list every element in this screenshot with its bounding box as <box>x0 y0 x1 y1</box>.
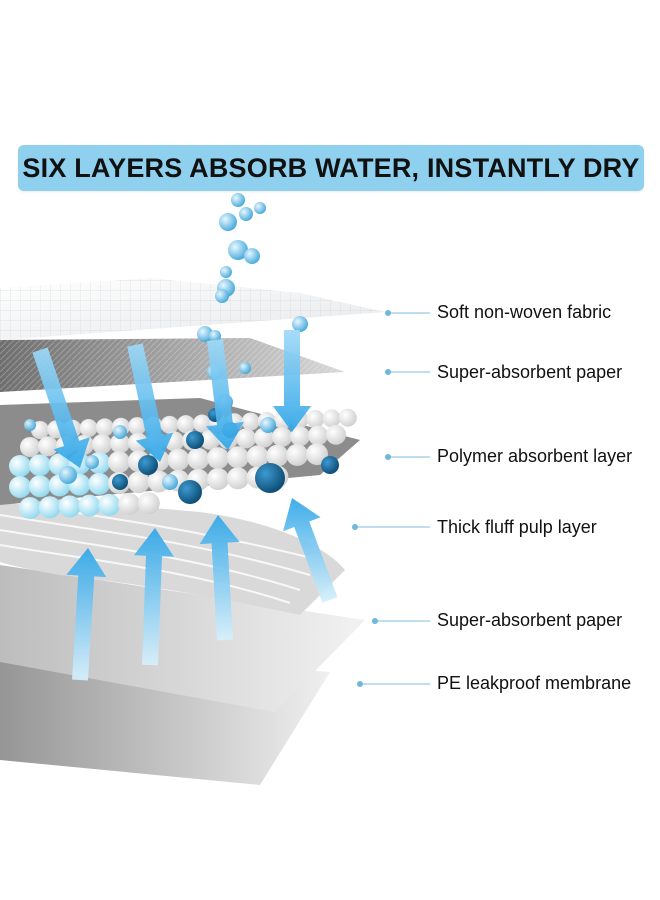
polymer-bead <box>176 415 195 434</box>
polymer-bead <box>290 426 310 447</box>
polymer-bead <box>306 443 328 466</box>
up-arrow <box>199 515 240 641</box>
polymer-bead <box>187 447 210 470</box>
water-drop <box>215 289 229 303</box>
polymer-bead <box>326 424 346 445</box>
saturated-polymer-bead <box>178 480 202 504</box>
polymer-bead <box>308 425 328 446</box>
water-drop <box>24 419 36 431</box>
polymer-bead <box>338 408 357 427</box>
water-drop <box>254 202 266 214</box>
layer-label-2: Super-absorbent paper <box>437 362 623 382</box>
layer-label-5: Super-absorbent paper <box>437 610 623 630</box>
polymer-bead <box>128 432 148 453</box>
non-woven-fabric-sheet <box>0 278 385 340</box>
polymer-bead <box>226 467 249 490</box>
polymer-bead <box>226 446 249 469</box>
page-title: SIX LAYERS ABSORB WATER, INSTANTLY DRY <box>22 152 640 183</box>
polymer-bead <box>246 445 269 468</box>
water-drop <box>209 330 221 342</box>
polymer-bead <box>207 468 229 491</box>
polymer-bead <box>110 433 130 454</box>
polymer-bead <box>19 497 41 519</box>
polymer-bead <box>322 409 341 428</box>
saturated-polymer-bead <box>186 431 204 449</box>
polymer-bead <box>128 417 147 436</box>
polymer-bead <box>108 451 130 474</box>
polymer-bead <box>167 448 190 471</box>
water-drop <box>85 455 99 469</box>
polymer-bead <box>28 475 51 498</box>
water-drop <box>239 207 253 221</box>
polymer-bead <box>118 493 140 516</box>
leader-dot <box>357 681 363 687</box>
polymer-bead <box>78 494 101 517</box>
water-drop <box>219 213 237 231</box>
polymer-bead <box>9 455 31 477</box>
polymer-bead <box>207 447 229 470</box>
polymer-bead <box>236 428 256 449</box>
up-arrow <box>283 498 338 603</box>
water-drop <box>228 240 248 260</box>
water-drops <box>24 193 308 490</box>
polymer-bead <box>160 415 179 434</box>
polymer-bead <box>38 496 61 519</box>
polymer-bead <box>272 426 292 447</box>
upper-paper-sheet <box>0 338 345 392</box>
layer-diagram <box>0 193 430 785</box>
leader-dot <box>385 369 391 375</box>
polymer-bead <box>306 409 325 428</box>
down-arrow <box>205 339 245 450</box>
polymer-bead <box>98 493 121 516</box>
leader-dot <box>372 618 378 624</box>
down-arrow <box>272 330 312 432</box>
layer-label-6: PE leakproof membrane <box>437 673 632 693</box>
layer-label-1: Soft non-woven fabric <box>437 302 612 322</box>
saturated-polymer-bead <box>321 456 339 474</box>
down-arrow <box>32 347 90 468</box>
polymer-bead <box>266 444 289 467</box>
water-drop <box>220 266 232 278</box>
up-arrow <box>133 528 174 666</box>
polymer-bead <box>58 495 81 518</box>
polymer-bead <box>95 418 114 437</box>
polymer-bead <box>88 472 111 495</box>
down-arrow <box>127 343 174 462</box>
water-drop <box>239 362 251 374</box>
water-drop <box>244 248 260 264</box>
leader-dot <box>385 454 391 460</box>
water-drop <box>113 425 127 439</box>
polymer-bead <box>20 437 40 457</box>
flow-arrows <box>32 330 338 681</box>
water-drop <box>59 466 77 484</box>
leader-lines <box>352 310 430 687</box>
layer-label-4: Thick fluff pulp layer <box>437 517 597 537</box>
polymer-bead <box>286 443 309 466</box>
up-arrow <box>66 548 107 681</box>
polymer-bead <box>92 434 112 455</box>
layer-label-3: Polymer absorbent layer <box>437 446 633 466</box>
water-drop <box>292 316 308 332</box>
polymer-bead <box>137 492 160 515</box>
polymer-bead <box>38 436 58 457</box>
saturated-polymer-bead <box>255 463 285 493</box>
water-drop <box>260 417 276 433</box>
title-banner: SIX LAYERS ABSORB WATER, INSTANTLY DRY <box>18 145 644 191</box>
water-drop <box>197 326 213 342</box>
polymer-bead <box>28 454 51 477</box>
polymer-bead <box>79 419 98 438</box>
leader-dot <box>385 310 391 316</box>
saturated-polymer-bead <box>138 455 158 475</box>
polymer-bead <box>127 471 150 494</box>
polymer-bead <box>241 412 260 431</box>
water-drop <box>162 474 178 490</box>
polymer-bead <box>193 414 211 433</box>
saturated-polymer-bead <box>112 474 128 490</box>
water-drop <box>231 193 245 207</box>
leader-dot <box>352 524 358 530</box>
polymer-bead <box>9 476 31 498</box>
